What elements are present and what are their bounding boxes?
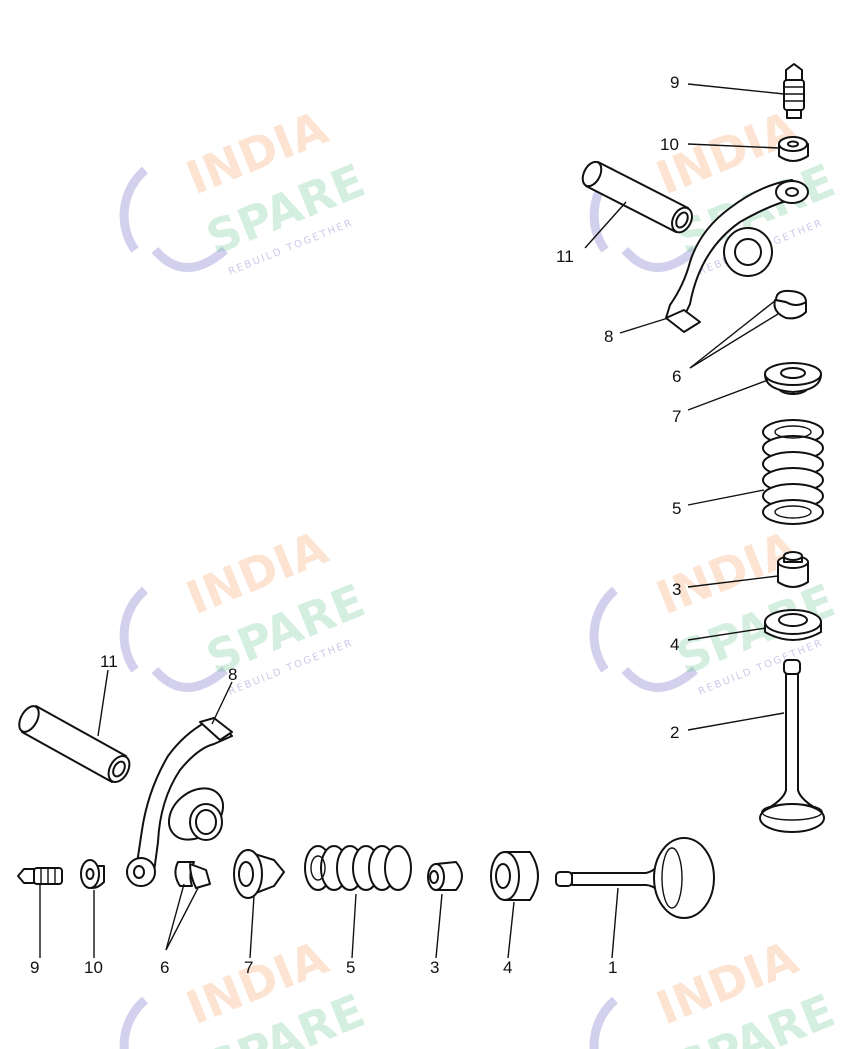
callout-upper-8: 8 (604, 327, 613, 346)
lower-locknut (80, 859, 105, 889)
watermark-middle-left: INDIA SPARE REBUILD TOGETHER (119, 520, 372, 698)
callout-lower-5: 5 (346, 958, 355, 977)
watermark-logo-icon (119, 586, 149, 673)
upper-valve (759, 659, 825, 833)
callout-lower-11: 11 (100, 652, 118, 671)
lower-rocker-shaft (18, 705, 131, 783)
callout-upper-11: 11 (556, 247, 574, 266)
lower-rocker-arm (126, 717, 233, 887)
callout-upper-6: 6 (672, 367, 681, 386)
lower-adjust-screw (17, 867, 63, 885)
callout-lower-4: 4 (503, 958, 512, 977)
upper-locknut (778, 136, 809, 162)
upper-rocker-shaft (581, 160, 693, 234)
lower-valve (555, 837, 715, 919)
callout-lower-8: 8 (228, 665, 237, 684)
lower-assembly: 11 8 9 10 6 7 5 3 4 1 (17, 652, 715, 977)
callout-lower-7: 7 (244, 958, 253, 977)
upper-rocker-arm (665, 179, 809, 333)
upper-assembly: 9 10 11 8 6 7 5 3 4 2 (556, 63, 825, 833)
callout-lower-3: 3 (430, 958, 439, 977)
callout-upper-5: 5 (672, 499, 681, 518)
upper-valve-cotters (773, 289, 807, 320)
watermark-bottom-right: INDIA SPARE (589, 930, 842, 1049)
callout-lower-10: 10 (84, 958, 103, 977)
callout-upper-10: 10 (660, 135, 679, 154)
lower-spring-seat (490, 851, 539, 901)
callout-upper-2: 2 (670, 723, 679, 742)
callout-lower-1: 1 (608, 958, 617, 977)
watermark-logo-icon (119, 166, 149, 253)
upper-spring-retainer (764, 362, 822, 395)
lower-valve-spring (304, 845, 412, 891)
lower-valve-cotters (174, 861, 211, 889)
callout-upper-9: 9 (670, 73, 679, 92)
upper-spring-seat (764, 609, 822, 641)
callout-lower-6: 6 (160, 958, 169, 977)
watermark-bottom-left: INDIA SPARE (119, 930, 372, 1049)
upper-valve-spring (762, 419, 824, 525)
lower-stem-seal (427, 861, 463, 891)
callout-upper-4: 4 (670, 635, 679, 654)
watermark-top-left: INDIA SPARE REBUILD TOGETHER (119, 100, 372, 278)
upper-adjust-screw (783, 63, 805, 119)
callout-upper-7: 7 (672, 407, 681, 426)
upper-stem-seal (777, 551, 809, 588)
watermark-middle-right: INDIA SPARE REBUILD TOGETHER (589, 520, 842, 698)
callout-lower-9: 9 (30, 958, 39, 977)
watermark-logo-icon (589, 996, 619, 1049)
watermark-logo-icon (119, 996, 149, 1049)
watermark-logo-icon (589, 586, 619, 673)
callout-upper-3: 3 (672, 580, 681, 599)
lower-spring-retainer (233, 849, 285, 899)
